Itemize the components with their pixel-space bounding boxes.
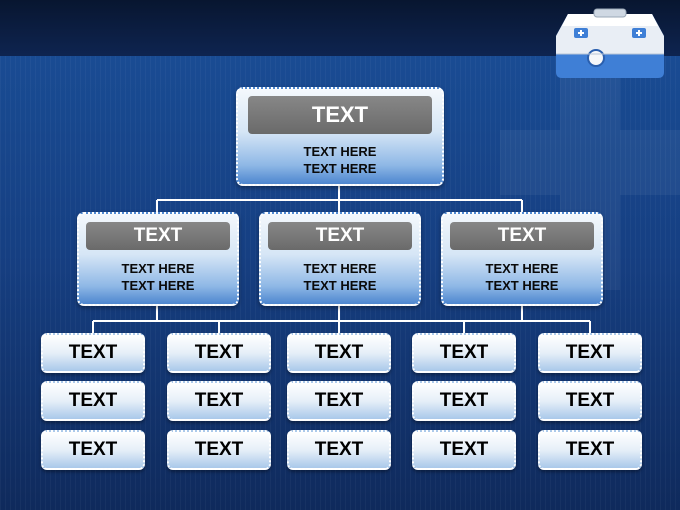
level2-line-2: TEXT HERE: [303, 278, 377, 293]
leaf-box: TEXT: [167, 333, 271, 373]
medkit-icon: [556, 8, 664, 78]
level2-title: TEXT: [86, 222, 230, 250]
leaf-box: TEXT: [287, 430, 391, 470]
leaf-box: TEXT: [41, 333, 145, 373]
level2-text: TEXT HERE TEXT HERE: [79, 260, 237, 294]
level2-text: TEXT HERE TEXT HERE: [261, 260, 419, 294]
cross-watermark: [500, 70, 680, 290]
leaf-box: TEXT: [412, 430, 516, 470]
level2-box: TEXT TEXT HERE TEXT HERE: [77, 212, 239, 306]
level2-box: TEXT TEXT HERE TEXT HERE: [259, 212, 421, 306]
leaf-box: TEXT: [412, 333, 516, 373]
leaf-box: TEXT: [287, 381, 391, 421]
level2-title: TEXT: [450, 222, 594, 250]
leaf-box: TEXT: [167, 381, 271, 421]
root-line-2: TEXT HERE: [303, 161, 377, 176]
level2-box: TEXT TEXT HERE TEXT HERE: [441, 212, 603, 306]
leaf-box: TEXT: [538, 333, 642, 373]
level2-line-1: TEXT HERE: [485, 261, 559, 276]
level2-line-2: TEXT HERE: [121, 278, 195, 293]
level2-line-2: TEXT HERE: [485, 278, 559, 293]
leaf-box: TEXT: [538, 430, 642, 470]
level2-text: TEXT HERE TEXT HERE: [443, 260, 601, 294]
leaf-box: TEXT: [538, 381, 642, 421]
root-box: TEXT TEXT HERE TEXT HERE: [236, 87, 444, 186]
leaf-box: TEXT: [287, 333, 391, 373]
root-text: TEXT HERE TEXT HERE: [238, 143, 442, 177]
root-title: TEXT: [248, 96, 432, 134]
level2-line-1: TEXT HERE: [303, 261, 377, 276]
root-line-1: TEXT HERE: [303, 144, 377, 159]
level2-line-1: TEXT HERE: [121, 261, 195, 276]
level2-title: TEXT: [268, 222, 412, 250]
leaf-box: TEXT: [41, 430, 145, 470]
leaf-box: TEXT: [41, 381, 145, 421]
leaf-box: TEXT: [412, 381, 516, 421]
leaf-box: TEXT: [167, 430, 271, 470]
